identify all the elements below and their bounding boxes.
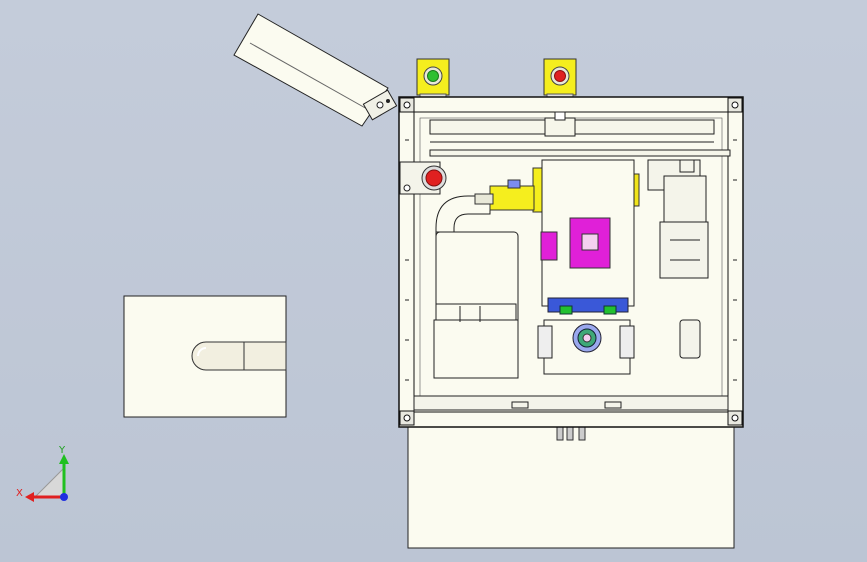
triad-x-label: X bbox=[16, 488, 23, 499]
magenta-bracket bbox=[540, 231, 558, 261]
green-indicator-lamp bbox=[416, 58, 450, 101]
bottom-rail bbox=[413, 395, 729, 411]
emergency-stop-button-icon[interactable] bbox=[425, 169, 443, 187]
tilted-hinged-cover[interactable] bbox=[233, 13, 398, 127]
rotary-chuck-assembly bbox=[537, 319, 635, 375]
rounded-pin-detail bbox=[191, 341, 287, 371]
triad-y-label: Y bbox=[58, 445, 66, 456]
left-container bbox=[433, 231, 519, 379]
red-indicator-lamp bbox=[543, 58, 577, 101]
green-indicator-lamp-icon bbox=[427, 70, 439, 82]
detail-view-inset[interactable] bbox=[123, 295, 287, 418]
coordinate-triad-icon: Y X bbox=[16, 445, 69, 502]
top-rail bbox=[429, 111, 731, 157]
lower-base-enclosure bbox=[407, 426, 735, 549]
side-window bbox=[679, 319, 701, 359]
right-linear-stage bbox=[647, 159, 709, 279]
red-indicator-lamp-icon bbox=[554, 70, 566, 82]
emergency-stop-panel[interactable] bbox=[399, 161, 447, 195]
